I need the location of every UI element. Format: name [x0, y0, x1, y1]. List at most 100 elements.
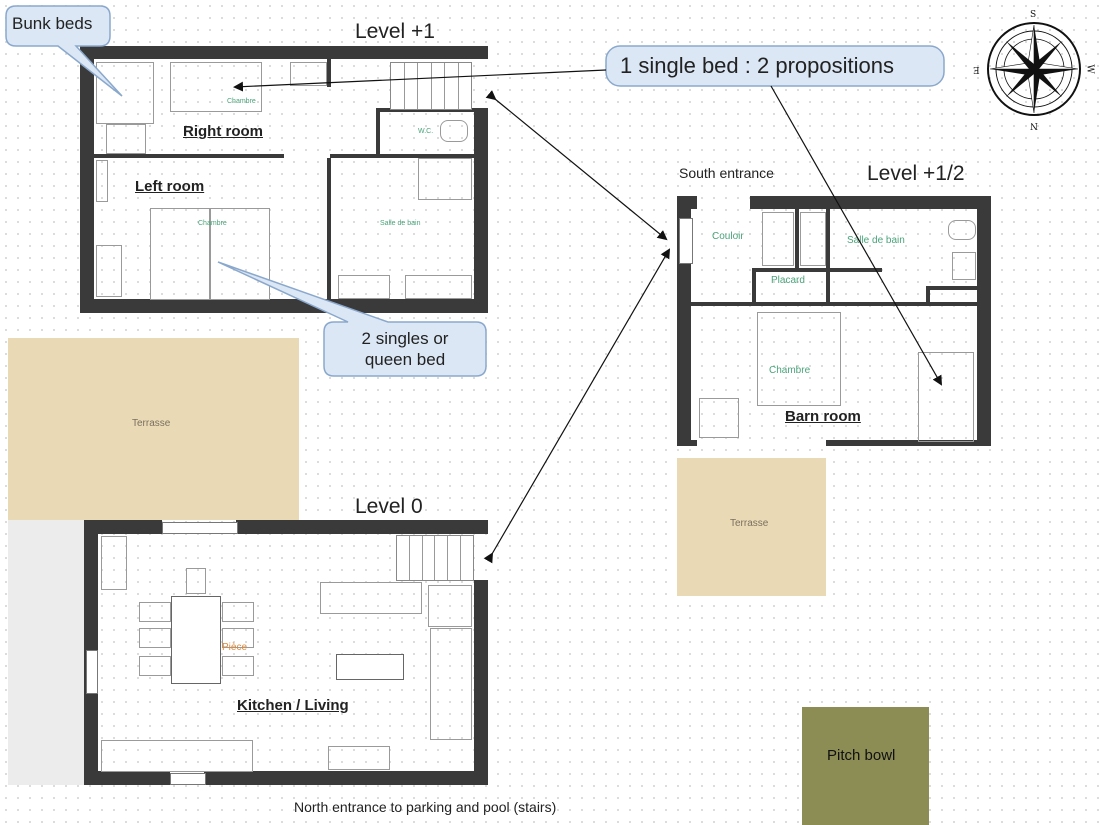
callout-bunk-beds: Bunk beds — [12, 14, 93, 33]
wall — [474, 580, 488, 785]
shower — [762, 212, 794, 266]
window — [170, 773, 206, 785]
couloir-label: Couloir — [712, 231, 744, 242]
terrasse-barn-label: Terrasse — [730, 518, 769, 529]
barn-room-label: Barn room — [785, 408, 861, 425]
arrow-level0-to-half — [483, 248, 671, 564]
wall — [752, 268, 882, 272]
callout-two-singles-line2: queen bed — [364, 350, 446, 369]
toilet — [440, 120, 468, 142]
right-room-label: Right room — [183, 123, 263, 140]
wall — [795, 209, 799, 269]
arrow-single-bed-barn — [770, 85, 942, 386]
wall — [330, 154, 474, 158]
terrasse-barn: Terrasse — [677, 458, 826, 596]
bunk-bed — [96, 62, 154, 124]
cabinet — [428, 585, 472, 627]
entrance-door — [679, 218, 693, 264]
window — [162, 522, 238, 534]
left-room-label: Left room — [135, 178, 205, 195]
callout-single-bed: 1 single bed : 2 propositions — [620, 53, 894, 78]
stairs-level1 — [390, 62, 472, 110]
kitchen-counter — [101, 740, 253, 772]
piece-label: Pièce — [222, 642, 248, 653]
bed — [170, 62, 262, 112]
wall — [826, 209, 830, 304]
north-entrance-label: North entrance to parking and pool (stai… — [294, 799, 557, 815]
level-0-title: Level 0 — [355, 495, 423, 518]
wall — [926, 286, 977, 290]
washbasin — [952, 252, 976, 280]
wall — [977, 196, 991, 446]
arrow-single-bed-right-room — [233, 69, 607, 92]
cabinet — [290, 62, 327, 86]
single-bed-right — [210, 208, 270, 300]
double-bed — [757, 312, 841, 406]
compass-rose-icon — [987, 22, 1081, 116]
shower — [418, 158, 472, 200]
chambre-barn-label: Chambre — [769, 365, 811, 376]
wall — [84, 771, 170, 785]
bench — [320, 582, 422, 614]
stairs-level0 — [396, 535, 474, 581]
dining-table — [171, 596, 221, 684]
wall — [376, 108, 474, 112]
window — [86, 650, 98, 694]
wall — [752, 268, 756, 304]
wall — [80, 299, 488, 313]
wall — [677, 196, 697, 209]
wall — [80, 46, 94, 313]
sideboard — [328, 746, 390, 770]
pitch-bowl-area: Pitch bowl — [802, 707, 929, 825]
washbasin — [338, 275, 390, 299]
single-bed-left — [150, 208, 210, 300]
level-half-title: Level +1/2 — [867, 162, 965, 185]
wall — [691, 302, 977, 306]
wall — [204, 771, 488, 785]
south-entrance-label: South entrance — [679, 165, 774, 181]
salle-de-bain-left-label: Salle de bain — [380, 220, 421, 227]
shower — [800, 212, 826, 266]
wc-label: W.C. — [418, 128, 434, 135]
chair — [139, 628, 171, 648]
wall — [236, 520, 488, 534]
chair — [186, 568, 206, 594]
salle-de-bain-barn-label: Salle de bain — [847, 235, 905, 246]
terrasse-left: Terrasse — [8, 338, 299, 520]
paved-strip — [8, 520, 84, 785]
wall — [84, 520, 162, 534]
chair — [139, 602, 171, 622]
chair — [139, 656, 171, 676]
bathtub — [405, 275, 472, 299]
chambre-right-label: Chambre — [227, 98, 256, 105]
wall — [327, 158, 331, 299]
pitch-bowl-label: Pitch bowl — [827, 747, 896, 764]
callout-bunk-beds-shape — [5, 5, 123, 97]
compass-letter-e: E — [973, 64, 980, 74]
wall — [376, 112, 380, 154]
wall — [677, 440, 697, 446]
wall — [80, 46, 488, 59]
coffee-table — [336, 654, 404, 680]
wardrobe — [96, 160, 108, 202]
cupboard — [101, 536, 127, 590]
arrow-level1-to-half — [485, 90, 668, 241]
desk — [106, 124, 146, 154]
wall — [327, 59, 331, 87]
chair — [222, 602, 254, 622]
level-plus1-title: Level +1 — [355, 20, 435, 43]
terrasse-left-label: Terrasse — [132, 418, 171, 429]
wall — [94, 154, 284, 158]
sofa — [430, 628, 472, 740]
compass-letter-n: N — [1030, 120, 1038, 130]
wall — [750, 196, 991, 209]
chair — [222, 656, 254, 676]
single-bed-barn — [918, 352, 974, 442]
chair — [222, 628, 254, 648]
desk — [96, 245, 122, 297]
callout-two-singles-line1: 2 singles or — [361, 329, 449, 348]
compass-letter-w: W — [1084, 64, 1095, 74]
compass-letter-s: S — [1030, 10, 1037, 20]
callout-single-bed-shape — [605, 45, 945, 87]
